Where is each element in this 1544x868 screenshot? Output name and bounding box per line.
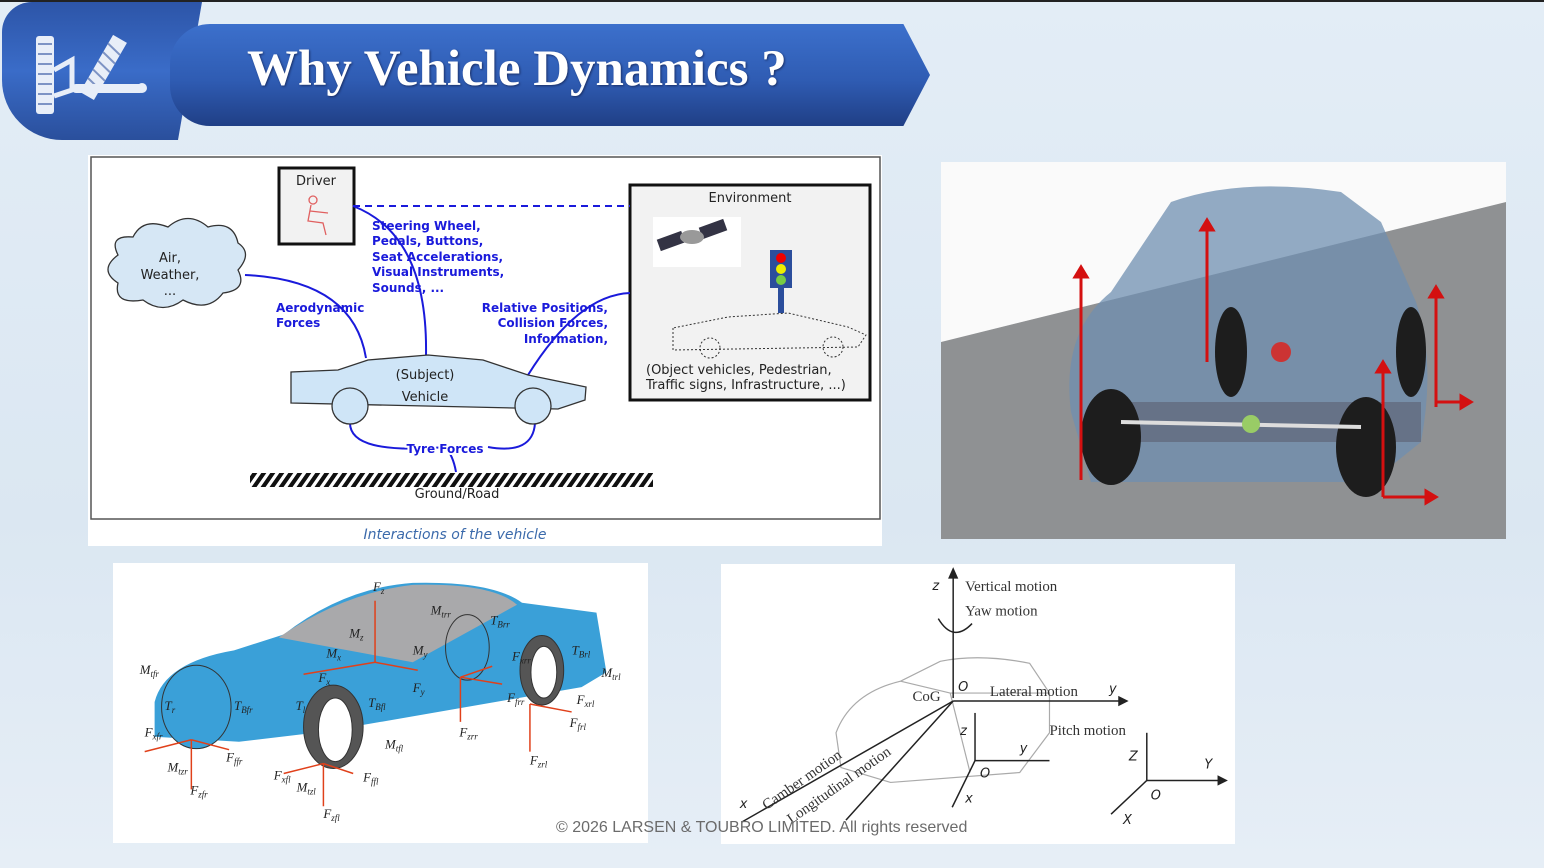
ground-hatch	[250, 473, 653, 487]
force-label: TBfl	[368, 696, 386, 712]
force-label: Mtfr	[139, 663, 160, 679]
relative-label-3: Information,	[524, 332, 608, 346]
force-label: Ffrl	[569, 716, 587, 732]
force-label: Mtrl	[600, 666, 621, 682]
car-body	[154, 582, 607, 742]
traffic-light-icon	[770, 250, 792, 313]
force-label: My	[412, 643, 428, 659]
pitch-motion-label: Pitch motion	[1049, 723, 1126, 739]
motion-axes	[741, 567, 1228, 823]
env-desc-1: (Object vehicles, Pedestrian,	[646, 363, 832, 378]
axis-oe: O	[1151, 788, 1161, 803]
caption: Interactions of the vehicle	[364, 527, 547, 543]
force-label: TBrl	[572, 643, 591, 659]
force-vectors	[144, 600, 572, 807]
force-label: Fzrl	[529, 754, 548, 770]
axis-yv: y	[1108, 682, 1117, 697]
suspension-icon	[36, 34, 147, 114]
force-label: Mtzl	[296, 780, 317, 796]
logo-tab	[2, 2, 202, 140]
force-arrows	[1072, 217, 1474, 506]
copyright: © 2026 LARSEN & TOUBRO LIMITED. All righ…	[556, 819, 968, 836]
force-label: TBfr	[234, 699, 253, 715]
page-title: Why Vehicle Dynamics ?	[247, 41, 787, 97]
vertical-motion-label: Vertical motion	[965, 579, 1058, 595]
wheel	[161, 614, 565, 770]
tyre-forces-label: Tyre Forces	[406, 442, 483, 456]
relative-label-1: Relative Positions,	[482, 301, 608, 315]
force-label: TBrr	[490, 614, 510, 630]
cloud-text-3: ...	[164, 284, 176, 299]
top-edge	[0, 0, 1544, 2]
yaw-arrow-icon	[937, 618, 973, 634]
force-label: Fx	[317, 671, 330, 687]
force-label: Fffl	[362, 770, 379, 786]
cloud-text-2: Weather,	[141, 268, 200, 283]
vehicle-sub-label: (Subject)	[396, 368, 455, 383]
force-label: Fzrr	[458, 726, 478, 742]
driver-icon	[307, 195, 329, 236]
yaw-motion-label: Yaw motion	[965, 604, 1038, 620]
force-label: Fxrr	[511, 649, 531, 665]
vehicle-motions-diagram: Vertical motion Yaw motion CoG Lateral m…	[721, 564, 1235, 844]
force-label: Fxfl	[273, 768, 291, 784]
aero-label-1: Aerodynamic	[276, 301, 364, 315]
force-label: Ffrr	[506, 691, 525, 707]
title-banner	[170, 24, 930, 126]
force-label: Mtfl	[384, 738, 404, 754]
driver-box	[277, 166, 356, 246]
axis-xe: X	[1122, 813, 1133, 828]
aero-label-2: Forces	[276, 316, 320, 330]
vehicle-label: Vehicle	[402, 390, 449, 405]
axis-xv: x	[739, 797, 748, 812]
axis-ye: Y	[1204, 758, 1213, 773]
force-label: Fz	[372, 580, 385, 596]
axis-ze: Z	[1128, 750, 1139, 765]
cloud-shape	[107, 217, 247, 309]
input-steering: Steering Wheel,	[372, 219, 481, 233]
axis-zv: z	[931, 579, 939, 594]
force-label: Tl	[296, 699, 306, 715]
axis-owi: O	[980, 766, 990, 781]
interactions-diagram: Driver Environment (Object vehicles, Ped…	[88, 155, 882, 546]
cog-label: CoG	[912, 689, 940, 705]
object-vehicle-outline	[672, 312, 867, 359]
axis-xwi: x	[964, 791, 973, 806]
driver-label: Driver	[296, 174, 337, 189]
input-pedals: Pedals, Buttons,	[372, 234, 483, 248]
force-label: Fxfr	[144, 726, 163, 742]
input-sounds: Sounds, ...	[372, 281, 444, 295]
force-label: Mtzr	[167, 761, 189, 777]
driver-inputs: Steering Wheel, Pedals, Buttons, Seat Ac…	[372, 219, 504, 295]
relative-label-2: Collision Forces,	[498, 316, 608, 330]
vehicle-3d-render	[941, 162, 1506, 539]
force-label: Fzfr	[189, 783, 208, 799]
force-label: Fffr	[225, 751, 243, 767]
env-desc-2: Traffic signs, Infrastructure, ...)	[645, 378, 846, 393]
wheel	[1081, 307, 1426, 497]
ground-label: Ground/Road	[415, 487, 500, 502]
input-visual: Visual Instruments,	[372, 265, 504, 279]
force-label: Fzfl	[322, 807, 340, 823]
force-label: Mx	[325, 646, 341, 662]
environment-label: Environment	[708, 191, 791, 206]
axis-ov: O	[958, 680, 968, 695]
force-label: Fxrl	[576, 693, 595, 709]
lateral-motion-label: Lateral motion	[990, 684, 1079, 700]
satellite-icon	[653, 217, 741, 267]
cloud-text-1: Air,	[159, 251, 181, 266]
axis-zwi: z	[959, 724, 967, 739]
axis-ywi: y	[1019, 742, 1028, 757]
input-seat: Seat Accelerations,	[372, 250, 503, 264]
force-label: Mz	[348, 626, 364, 642]
force-label: Fy	[412, 681, 425, 697]
force-label: Mtrr	[430, 604, 452, 620]
force-label: Tr	[165, 699, 176, 715]
interaction-links	[244, 205, 631, 473]
